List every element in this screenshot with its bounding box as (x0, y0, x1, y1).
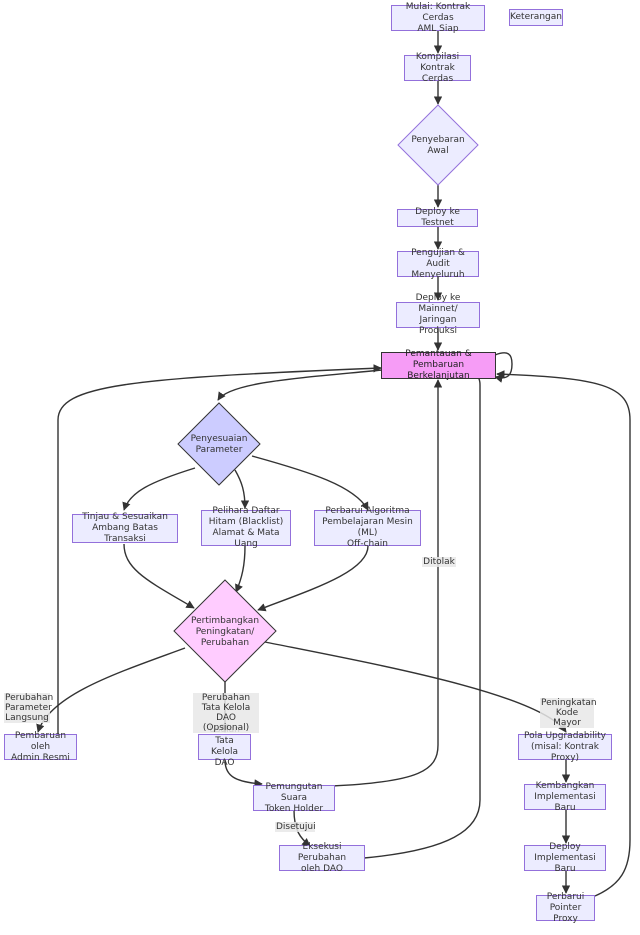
initial-deploy-label: Penyebaran Awal (411, 135, 465, 156)
edge-label-direct: Perubahan Parameter Langsung (4, 693, 54, 723)
start-node: Mulai: Kontrak Cerdas AML Siap (391, 2, 485, 34)
testnet-node: Deploy ke Testnet (397, 207, 478, 228)
mainnet-node: Deploy ke Mainnet/ Jaringan Produksi (396, 293, 480, 336)
edge-threshold-consider (123, 543, 195, 609)
audit-node: Pengujian & Audit Menyeluruh (397, 248, 479, 280)
admin-update-node: Pembaruan oleh Admin Resmi (4, 731, 77, 763)
vote-node: Pemungutan Suara Token Holder (253, 782, 335, 814)
edge-dao-vote (224, 759, 263, 788)
develop-node: Kembangkan Implementasi Baru (524, 781, 606, 813)
compile-node: Kompilasi Kontrak Cerdas (404, 52, 471, 84)
proxy-node: Pola Upgradability (misal: Kontrak Proxy… (518, 731, 612, 763)
edge-label-dao: Perubahan Tata Kelola DAO (Opsional) (193, 693, 259, 733)
edge-vote-exec (293, 809, 311, 847)
edge-pointer-monitor (496, 370, 631, 897)
update-pointer-node: Perbarui Pointer Proxy (536, 892, 595, 924)
dao-proposal-node: Usulan Tata Kelola DAO (198, 725, 251, 768)
edge-exec-monitor (363, 370, 481, 859)
param-label: Penyesuaian Parameter (190, 434, 248, 455)
edge-blacklist-consider (235, 545, 246, 593)
legend-node: Keterangan (509, 9, 563, 26)
blacklist-node: Pelihara Daftar Hitam (Blacklist) Alamat… (201, 506, 291, 549)
initial-deploy-diamond (397, 104, 479, 186)
consider-diamond (173, 579, 277, 683)
edge-param-threshold (122, 467, 196, 511)
edge-admin-monitor (57, 364, 382, 734)
edge-vote-monitor (331, 379, 443, 787)
edge-monitor-param (217, 369, 383, 401)
edge-consider-admin (36, 647, 186, 733)
deploy-new-node: Deploy Implementasi Baru (524, 842, 606, 874)
edge-ml-consider (257, 545, 369, 612)
dao-exec-node: Eksekusi Perubahan oleh DAO (279, 842, 365, 874)
edge-label-rejected: Ditolak (422, 557, 456, 567)
monitor-node: Pemantauan & Pembaruan Berkelanjutan (381, 349, 496, 381)
edge-param-blacklist (234, 469, 250, 509)
threshold-node: Tinjau & Sesuaikan Ambang Batas Transaks… (72, 512, 178, 544)
edge-label-approved: Disetujui (275, 822, 316, 832)
param-diamond (177, 402, 261, 486)
consider-label: Pertimbangkan Peningkatan/ Perubahan (190, 615, 260, 648)
ml-node: Perbarui Algoritma Pembelajaran Mesin (M… (314, 506, 421, 549)
edge-consider-proxy (264, 641, 567, 733)
edge-label-major: Peningkatan Kode Mayor (540, 698, 597, 728)
edge-param-ml (251, 455, 369, 511)
